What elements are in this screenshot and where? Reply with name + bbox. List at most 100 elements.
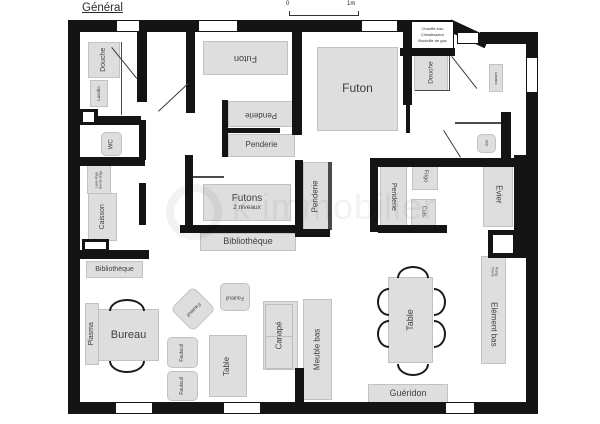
kitchen-sink-label: Evier: [494, 184, 504, 204]
plasma-tv: Plasma: [85, 303, 99, 365]
low-element: Elément bas: [481, 256, 506, 364]
armchair-label: Fauteuil: [178, 343, 185, 362]
watermark-text: k immobilier: [232, 186, 437, 227]
sofa-cushion: [265, 336, 293, 369]
scale-one-meter-label: 1m: [347, 1, 356, 7]
shower-left: Douche: [88, 42, 120, 78]
armchair-label: Fauteuil: [226, 294, 244, 301]
low-cabinet-label: Meuble bas: [312, 328, 322, 371]
wall-box-inner: [85, 242, 106, 249]
utility-note: Chauffe-eau Climatisation Bouteille de g…: [411, 21, 454, 49]
wall-bathroom2-top: [400, 48, 455, 56]
shower-right: Douche: [414, 55, 448, 91]
sink-left-label: Lavabo: [95, 86, 101, 101]
sink-right: Lavabo: [489, 64, 503, 92]
window: [198, 20, 238, 32]
shower-line: [449, 55, 450, 90]
caisson-label: Caisson: [98, 204, 106, 230]
sink-left: Lavabo: [90, 80, 108, 107]
toilet-right-label: WC: [484, 140, 490, 147]
shower-line: [121, 42, 122, 115]
caisson: Caisson: [88, 193, 117, 241]
bookcase-small-label: Bibliothèque: [95, 265, 134, 273]
wall-penderie-mid: [224, 128, 280, 133]
sofa-cushion: [265, 304, 293, 337]
wall-left: [68, 20, 80, 414]
bunk-futons-label: Futons 2 niveaux: [232, 193, 263, 211]
plan-title: Général: [82, 2, 123, 14]
futons-title: Futons: [231, 193, 263, 205]
low-element-label: Elément bas: [489, 301, 499, 347]
coffee-table: Table: [209, 335, 247, 397]
wardrobe: Penderie: [228, 134, 295, 157]
wall-top: [68, 20, 453, 32]
wall-top-right: [480, 32, 538, 44]
plasma-label: Plasma: [88, 322, 96, 346]
window: [457, 32, 479, 44]
wall-closet-a: [139, 120, 146, 160]
shower-line: [415, 90, 450, 91]
dining-table-label: Table: [404, 309, 415, 331]
window: [115, 402, 153, 414]
wall-centerroom-bottom: [180, 225, 298, 233]
armchair: Fauteuil: [167, 371, 198, 401]
bookcase-center-label: Bibliothèque: [223, 236, 273, 247]
window: [116, 20, 140, 32]
wall-box-inner: [83, 112, 94, 122]
bookcase-center: Bibliothèque: [200, 233, 296, 251]
armchair-label: Fauteuil: [178, 377, 185, 395]
dining-table: Table: [388, 277, 433, 363]
chair-arc: [397, 266, 429, 278]
chair-arc: [109, 299, 145, 311]
watermark-logo: [166, 184, 222, 240]
wall-wc-top: [96, 116, 141, 125]
wall-caisson-bottom: [77, 250, 149, 259]
chair-arc: [377, 320, 389, 348]
armchair: Fauteuil: [167, 337, 198, 368]
utility-note-line3: Bouteille de gaz: [418, 38, 447, 43]
toilet-left: WC: [101, 132, 122, 156]
wall-right: [526, 32, 538, 414]
sink-right-label: Lavabo: [494, 71, 500, 85]
chair-arc: [397, 364, 429, 376]
futon-label: Futon: [233, 53, 257, 64]
wall-kitchen-bottom: [378, 225, 447, 233]
door-swing: [451, 56, 478, 89]
door-leaf: [406, 105, 410, 133]
desk-label: Bureau: [110, 328, 147, 341]
wall-thin-center: [186, 176, 224, 178]
window: [526, 57, 538, 93]
pedestal-table-label: Guéridon: [389, 387, 427, 398]
wall-living-stub: [295, 368, 304, 403]
window: [361, 20, 398, 32]
toilet-right: WC: [477, 134, 496, 153]
wall-bedroom1-left: [186, 27, 195, 113]
stove: Cuis.: [411, 199, 436, 226]
door-swing: [158, 83, 189, 112]
futon-small: Futon: [203, 41, 288, 75]
wall-bedroom-divider: [292, 27, 302, 135]
duct-inner: [493, 235, 513, 253]
wall-kitchen-left: [370, 158, 378, 232]
chair-arc: [109, 361, 145, 373]
wall-bottom: [68, 402, 538, 414]
armchair-flipped: Fauteuil: [220, 283, 250, 311]
chair-arc: [434, 320, 446, 348]
laundry-label: Lave-linge Sèche-linge: [94, 170, 103, 188]
futons-subtitle: 2 niveaux: [233, 204, 261, 212]
futon-large: Futon: [317, 47, 398, 131]
wardrobe-center: Penderie: [303, 162, 329, 230]
wall-penderie-edge: [328, 162, 332, 230]
scale-bar: [289, 11, 359, 16]
wall-wc-bottom: [77, 157, 145, 166]
bookcase-small: Bibliothèque: [86, 261, 143, 278]
chair-arc: [434, 288, 446, 316]
armchair-diagonal: Fauteuil: [170, 286, 216, 332]
wall-bathroom-left: [137, 27, 147, 102]
shower-left-label: Douche: [100, 47, 108, 73]
window: [223, 402, 261, 414]
coffee-table-label: Table: [222, 356, 232, 376]
desk: Bureau: [98, 309, 159, 361]
storage-drawers-label: Rang. Tiroirs: [490, 267, 499, 277]
